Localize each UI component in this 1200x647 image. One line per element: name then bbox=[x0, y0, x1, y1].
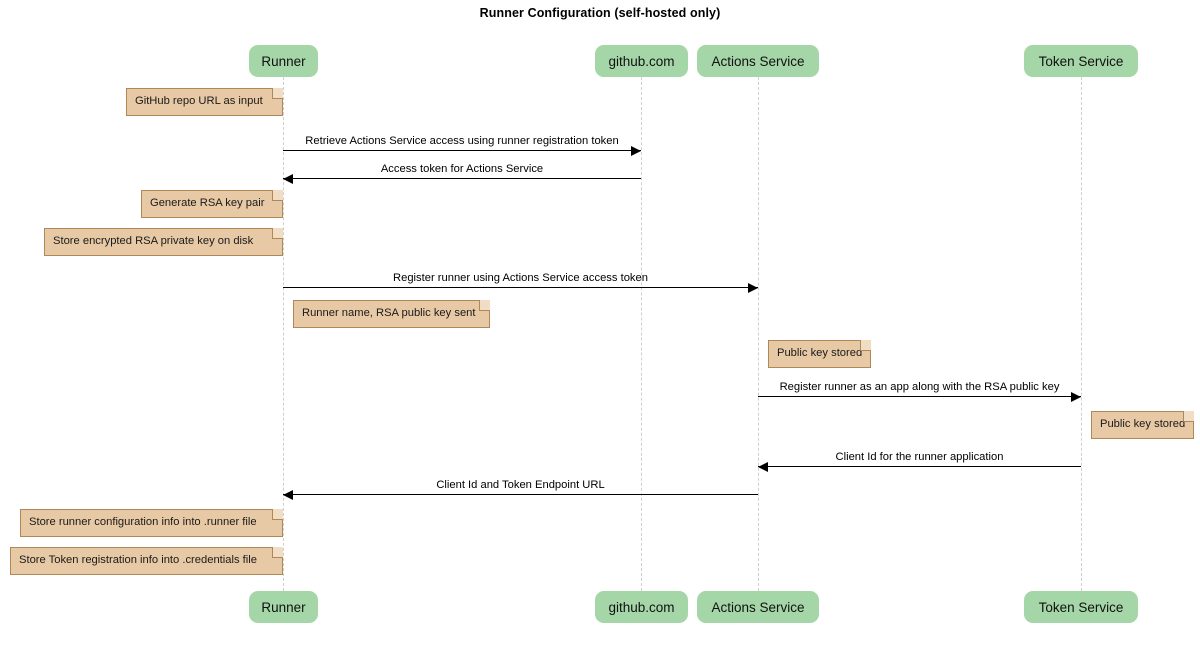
message-line-m3 bbox=[283, 287, 758, 288]
note-text: Runner name, RSA public key sent bbox=[302, 307, 476, 319]
lifeline-runner bbox=[283, 77, 284, 591]
participant-label: github.com bbox=[608, 600, 675, 615]
message-label-m4: Register runner as an app along with the… bbox=[779, 381, 1060, 393]
participant-label: Actions Service bbox=[711, 600, 805, 615]
participant-label: Actions Service bbox=[711, 54, 805, 69]
note-text: Public key stored bbox=[777, 347, 863, 359]
message-label-m1: Retrieve Actions Service access using ru… bbox=[305, 135, 619, 147]
note-n3: Store encrypted RSA private key on disk bbox=[44, 228, 283, 256]
note-text: Store Token registration info into .cred… bbox=[19, 554, 257, 566]
participant-label: Runner bbox=[261, 600, 306, 615]
note-fold-corner-icon bbox=[272, 88, 283, 99]
note-fold-corner-icon bbox=[1183, 411, 1194, 422]
note-text: Store runner configuration info into .ru… bbox=[29, 516, 257, 528]
note-fold-corner-icon bbox=[479, 300, 490, 311]
arrowhead-m2 bbox=[283, 173, 293, 184]
note-fold-corner-icon bbox=[860, 340, 871, 351]
note-fold-corner-icon bbox=[272, 190, 283, 201]
note-n4: Runner name, RSA public key sent bbox=[293, 300, 490, 328]
arrowhead-m6 bbox=[283, 489, 293, 500]
message-line-m6 bbox=[283, 494, 758, 495]
arrowhead-m4 bbox=[1071, 391, 1081, 402]
participant-actions-top[interactable]: Actions Service bbox=[697, 45, 819, 77]
arrowhead-m5 bbox=[758, 461, 768, 472]
message-line-m1 bbox=[283, 150, 641, 151]
message-label-m6: Client Id and Token Endpoint URL bbox=[436, 479, 605, 491]
participant-github-bottom[interactable]: github.com bbox=[595, 591, 688, 623]
note-fold-corner-icon bbox=[272, 228, 283, 239]
participant-label: Token Service bbox=[1038, 54, 1124, 69]
note-fold-corner-icon bbox=[272, 547, 283, 558]
participant-runner-bottom[interactable]: Runner bbox=[249, 591, 318, 623]
note-text: Generate RSA key pair bbox=[150, 197, 265, 209]
message-line-m4 bbox=[758, 396, 1081, 397]
participant-token-top[interactable]: Token Service bbox=[1024, 45, 1138, 77]
lifeline-actions bbox=[758, 77, 759, 591]
note-n8: Store Token registration info into .cred… bbox=[10, 547, 283, 575]
note-n5: Public key stored bbox=[768, 340, 871, 368]
participant-label: github.com bbox=[608, 54, 675, 69]
participant-token-bottom[interactable]: Token Service bbox=[1024, 591, 1138, 623]
participant-label: Token Service bbox=[1038, 600, 1124, 615]
arrowhead-m3 bbox=[748, 282, 758, 293]
message-line-m2 bbox=[283, 178, 641, 179]
message-label-m3: Register runner using Actions Service ac… bbox=[393, 272, 648, 284]
note-n6: Public key stored bbox=[1091, 411, 1194, 439]
lifeline-github bbox=[641, 77, 642, 591]
participant-runner-top[interactable]: Runner bbox=[249, 45, 318, 77]
note-n2: Generate RSA key pair bbox=[141, 190, 283, 218]
message-line-m5 bbox=[758, 466, 1081, 467]
lifeline-token bbox=[1081, 77, 1082, 591]
note-text: GitHub repo URL as input bbox=[135, 95, 263, 107]
arrowhead-m1 bbox=[631, 145, 641, 156]
note-n7: Store runner configuration info into .ru… bbox=[20, 509, 283, 537]
note-fold-corner-icon bbox=[272, 509, 283, 520]
participant-github-top[interactable]: github.com bbox=[595, 45, 688, 77]
participant-actions-bottom[interactable]: Actions Service bbox=[697, 591, 819, 623]
message-label-m5: Client Id for the runner application bbox=[835, 451, 1004, 463]
message-label-m2: Access token for Actions Service bbox=[380, 163, 544, 175]
participant-label: Runner bbox=[261, 54, 306, 69]
page-title: Runner Configuration (self-hosted only) bbox=[479, 6, 721, 20]
note-text: Store encrypted RSA private key on disk bbox=[53, 235, 254, 247]
note-text: Public key stored bbox=[1100, 418, 1186, 430]
note-n1: GitHub repo URL as input bbox=[126, 88, 283, 116]
